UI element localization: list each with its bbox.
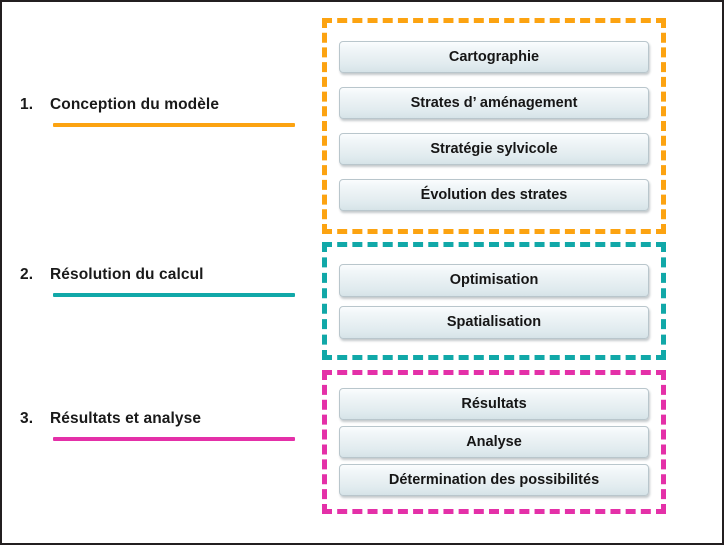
step-resultats[interactable]: Résultats: [339, 388, 649, 420]
step-strates-amenagement[interactable]: Strates d’ aménagement: [339, 87, 649, 119]
stage-2-underline: [53, 293, 295, 297]
step-optimisation[interactable]: Optimisation: [339, 263, 649, 297]
stage-2-step-list: Optimisation Spatialisation: [339, 247, 649, 355]
step-determination-possibilites[interactable]: Détermination des possibilités: [339, 464, 649, 496]
stage-2-number: 2.: [20, 266, 34, 283]
stage-1-group-box: Cartographie Strates d’ aménagement Stra…: [322, 18, 666, 234]
stage-1-underline: [53, 123, 295, 127]
stage-2-title: Résolution du calcul: [50, 266, 204, 283]
stage-3-title: Résultats et analyse: [50, 410, 202, 427]
stage-1-step-list: Cartographie Strates d’ aménagement Stra…: [339, 23, 649, 229]
stage-2-heading: 2. Résolution du calcul: [20, 266, 305, 284]
step-analyse[interactable]: Analyse: [339, 426, 649, 458]
stage-2-group-box: Optimisation Spatialisation: [322, 242, 666, 360]
stage-label-3: 3. Résultats et analyse: [20, 410, 305, 441]
step-evolution-des-strates[interactable]: Évolution des strates: [339, 179, 649, 211]
stage-3-step-list: Résultats Analyse Détermination des poss…: [339, 375, 649, 509]
stage-1-title: Conception du modèle: [50, 96, 220, 113]
stage-label-1: 1. Conception du modèle: [20, 96, 305, 127]
step-cartographie[interactable]: Cartographie: [339, 41, 649, 73]
stage-label-2: 2. Résolution du calcul: [20, 266, 305, 297]
stage-3-underline: [53, 437, 295, 441]
stage-1-heading: 1. Conception du modèle: [20, 96, 305, 114]
stage-3-group-box: Résultats Analyse Détermination des poss…: [322, 370, 666, 514]
step-strategie-sylvicole[interactable]: Stratégie sylvicole: [339, 133, 649, 165]
stage-1-number: 1.: [20, 96, 34, 113]
stage-3-number: 3.: [20, 410, 34, 427]
step-spatialisation[interactable]: Spatialisation: [339, 305, 649, 339]
stage-3-heading: 3. Résultats et analyse: [20, 410, 305, 428]
